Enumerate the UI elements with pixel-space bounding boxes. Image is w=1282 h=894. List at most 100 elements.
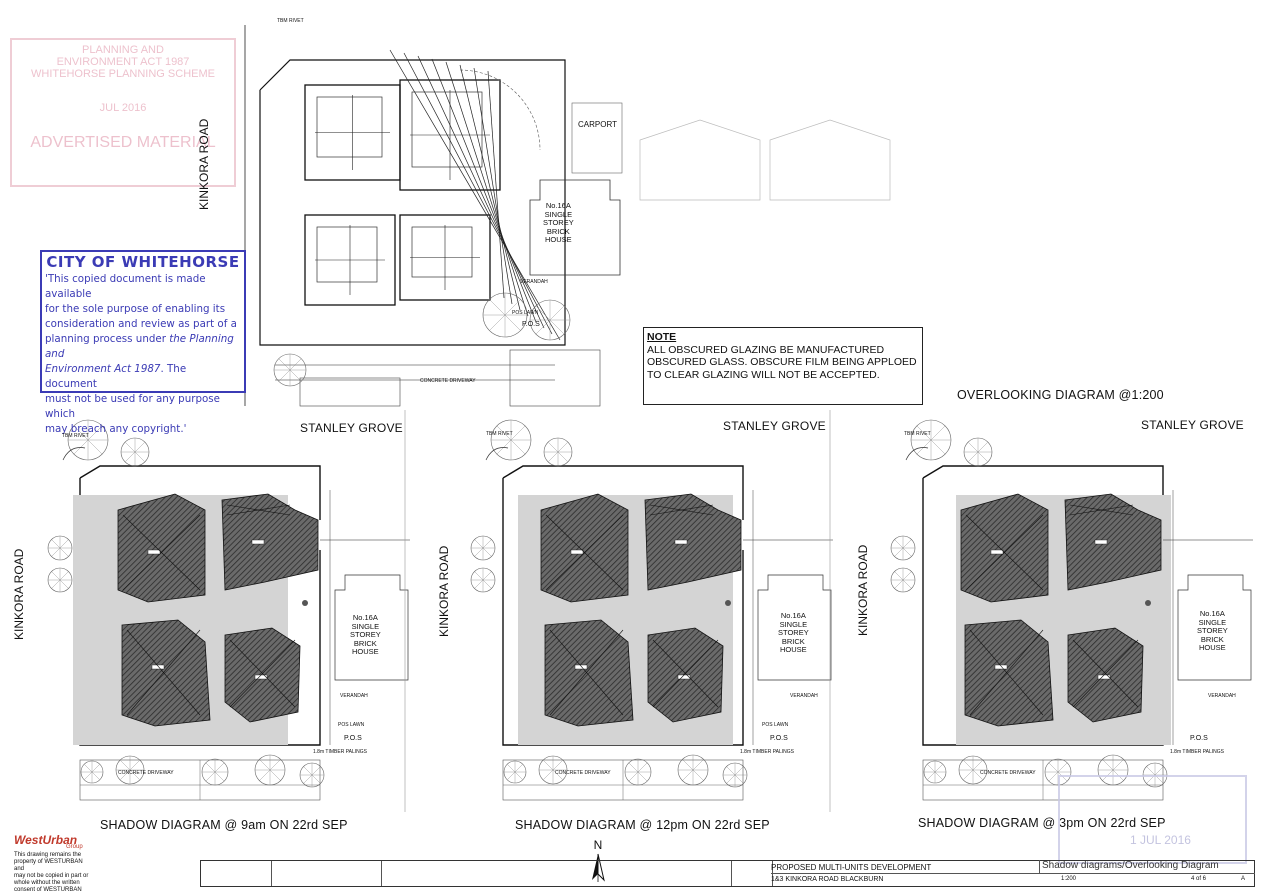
sheet-value: 4 of 6 xyxy=(1191,876,1207,882)
unit-label-box xyxy=(994,664,1008,670)
lower-lot xyxy=(299,377,401,407)
verandah-label-2: VERANDAH xyxy=(790,693,818,699)
pos-lawn-label-1: POS LAWN xyxy=(338,722,365,728)
fence-label-1: 1.8m TIMBER PALINGS xyxy=(313,749,367,755)
unit-label-box xyxy=(147,549,161,555)
fence-label-3: 1.8m TIMBER PALINGS xyxy=(1170,749,1224,755)
driveway-label-1: CONCRETE DRIVEWAY xyxy=(118,770,174,776)
driveway-label-top: CONCRETE DRIVEWAY xyxy=(420,378,476,384)
unit-floor-plan xyxy=(399,79,501,191)
marker-dot xyxy=(302,600,308,606)
fence-label-2: 1.8m TIMBER PALINGS xyxy=(740,749,794,755)
unit-label-box xyxy=(677,674,691,680)
logo-disclaimer: This drawing remains the property of WES… xyxy=(14,852,89,893)
pos-lawn-label-top: POS LAWN xyxy=(512,310,539,316)
road-label-3: KINKORA ROAD xyxy=(856,544,870,636)
overlooking-caption: OVERLOOKING DIAGRAM @1:200 xyxy=(957,388,1164,402)
site-boundary-12pm xyxy=(502,465,744,746)
note-title: NOTE xyxy=(647,331,677,343)
project-address: 1&3 KINKORA ROAD BLACKBURN xyxy=(771,876,884,883)
tbm-label-2: TBM RIVET xyxy=(486,431,513,437)
city-of-whitehorse-stamp: CITY OF WHITEHORSE 'This copied document… xyxy=(40,250,246,435)
carport-outline xyxy=(571,102,623,174)
neighbour-house-9am xyxy=(334,574,409,681)
road-label-1: KINKORA ROAD xyxy=(12,548,26,640)
note-text: ALL OBSCURED GLAZING BE MANUFACTURED OBS… xyxy=(647,343,917,381)
pos-label-top: P.O.S xyxy=(522,321,540,328)
marker-dot xyxy=(1145,600,1151,606)
arc xyxy=(459,69,541,151)
carport-label: CARPORT xyxy=(578,120,617,129)
unit-label-box xyxy=(990,549,1004,555)
unit-roof-12pm xyxy=(544,619,634,727)
title-block: PROPOSED MULTI-UNITS DEVELOPMENT 1&3 KIN… xyxy=(200,860,1255,887)
street-label-3: STANLEY GROVE xyxy=(1141,418,1244,432)
driveway-label-3: CONCRETE DRIVEWAY xyxy=(980,770,1036,776)
tbm-leader xyxy=(485,447,509,461)
lower-neighbour xyxy=(509,349,601,407)
westurban-logo: WestUrban Group This drawing remains the… xyxy=(14,833,94,894)
tbm-label-3: TBM RIVET xyxy=(904,431,931,437)
unit-rooms xyxy=(411,91,483,168)
unit-label-box xyxy=(251,539,265,545)
tbm-label-1: TBM RIVET xyxy=(62,433,89,439)
pos-label-1: P.O.S xyxy=(344,735,362,742)
faded-roof xyxy=(769,119,891,201)
faded-roof xyxy=(639,119,761,201)
logo-name: WestUrban xyxy=(14,833,78,847)
verandah-label-top: VERANDAH xyxy=(520,279,548,285)
marker-dot xyxy=(725,600,731,606)
pos-label-3: P.O.S xyxy=(1190,735,1208,742)
glazing-note: NOTE ALL OBSCURED GLAZING BE MANUFACTURE… xyxy=(643,327,923,405)
unit-roof-12pm xyxy=(540,493,629,603)
revision-value: A xyxy=(1241,876,1246,882)
stamp-title: CITY OF WHITEHORSE xyxy=(46,253,240,271)
unit-rooms xyxy=(316,226,378,283)
unit-floor-plan xyxy=(304,214,396,306)
tbm-leader xyxy=(905,447,929,461)
unit-roof-9am xyxy=(117,493,206,603)
neighbour-house-12pm xyxy=(757,574,832,681)
advertised-material-stamp: PLANNING AND ENVIRONMENT ACT 1987 WHITEH… xyxy=(10,38,236,187)
shadow-caption-9am: SHADOW DIAGRAM @ 9am ON 22rd SEP xyxy=(100,818,348,832)
neighbour-house-3pm xyxy=(1177,574,1252,681)
shadow-caption-12pm: SHADOW DIAGRAM @ 12pm ON 22rd SEP xyxy=(515,818,770,832)
unit-label-box xyxy=(254,674,268,680)
north-label: N xyxy=(593,838,603,852)
unit-label-box xyxy=(1094,539,1108,545)
unit-roof-3pm xyxy=(1064,493,1162,591)
unit-label-box xyxy=(1097,674,1111,680)
verandah-label-3: VERANDAH xyxy=(1208,693,1236,699)
unit-roof-3pm xyxy=(964,619,1054,727)
unit-rooms xyxy=(316,96,383,158)
pos-lawn-label-2: POS LAWN xyxy=(762,722,789,728)
unit-rooms xyxy=(411,226,473,278)
road-label-top: KINKORA ROAD xyxy=(197,118,211,210)
unit-roof-3pm xyxy=(960,493,1049,603)
tbm-leader xyxy=(62,447,86,461)
unit-label-box xyxy=(570,549,584,555)
drawing-title: Shadow diagrams/Overlooking Diagram xyxy=(1039,860,1258,873)
shadow-caption-3pm: SHADOW DIAGRAM @ 3pm ON 22rd SEP xyxy=(918,816,1166,830)
unit-label-box xyxy=(574,664,588,670)
scale-value: 1:200 xyxy=(1061,876,1077,882)
driveway-label-2: CONCRETE DRIVEWAY xyxy=(555,770,611,776)
unit-roof-9am xyxy=(221,493,319,591)
received-date-stamp: 1 JUL 2016 xyxy=(1058,775,1247,864)
road-label-2: KINKORA ROAD xyxy=(437,545,451,637)
tbm-label-top: TBM RIVET xyxy=(277,18,304,24)
stamp-body: 'This copied document is made available … xyxy=(45,273,237,435)
unit-floor-plan xyxy=(399,214,491,301)
unit-label-box xyxy=(674,539,688,545)
unit-roof-9am xyxy=(121,619,211,727)
project-title: PROPOSED MULTI-UNITS DEVELOPMENT xyxy=(771,863,932,872)
site-boundary-top xyxy=(259,59,566,346)
neighbour-house-top xyxy=(529,179,621,276)
street-label-2: STANLEY GROVE xyxy=(723,419,826,433)
street-label-1: STANLEY GROVE xyxy=(300,421,403,435)
